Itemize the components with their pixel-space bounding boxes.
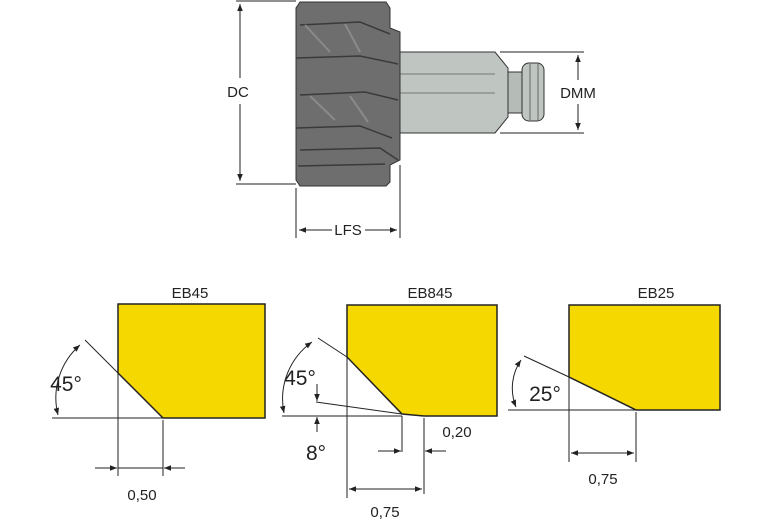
land-label: 0,20 [442, 424, 471, 441]
width-label: 0,75 [588, 471, 617, 488]
dmm-dimension: DMM [500, 51, 596, 134]
angle-label: 45° [50, 373, 82, 396]
edge-title: EB25 [638, 285, 675, 302]
tool-drawing: DC DMM LFS [227, 0, 596, 239]
edge-title: EB45 [172, 285, 209, 302]
insert-profile [346, 304, 498, 417]
dc-dimension: DC [227, 0, 296, 185]
angle-label: 45° [284, 367, 316, 390]
dmm-label: DMM [560, 85, 596, 102]
edge-eb25: EB25 25° 0,75 [508, 285, 721, 488]
edge-title: EB845 [407, 285, 452, 302]
insert-profile [117, 303, 266, 419]
width-label: 0,75 [370, 504, 399, 521]
angle-label: 25° [529, 383, 561, 406]
shank [399, 51, 545, 134]
lfs-label: LFS [334, 222, 362, 239]
cutter-head [295, 1, 401, 187]
lfs-dimension: LFS [295, 165, 401, 239]
dc-label: DC [227, 84, 249, 101]
angle2-label: 8° [306, 442, 326, 465]
insert-profile [568, 304, 721, 411]
width-label: 0,50 [127, 487, 156, 504]
edge-eb45: EB45 45° 0,50 [50, 285, 266, 504]
edge-eb845: EB845 45° 8° 0,20 0,75 [279, 285, 498, 521]
